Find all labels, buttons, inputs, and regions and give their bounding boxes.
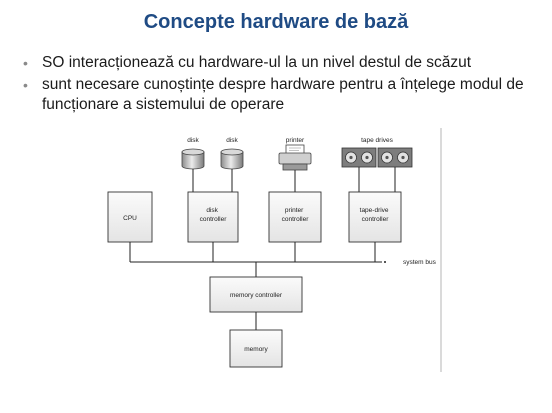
- printer-label: printer: [286, 137, 305, 144]
- disk-label: disk: [226, 137, 238, 144]
- bullet-text: SO interacționează cu hardware-ul la un …: [42, 54, 472, 71]
- disk-icon: [220, 148, 244, 170]
- disk-controller-label-line: disk: [206, 207, 218, 214]
- hardware-diagram: disk disk printer tape drives: [107, 128, 442, 372]
- bullet-list: SO interacționează cu hardware-ul la un …: [42, 53, 542, 117]
- tape-drive-controller-box: [348, 191, 402, 243]
- printer-icon: [278, 144, 312, 171]
- tape-drives-label: tape drives: [361, 137, 394, 144]
- memory-label: memory: [244, 346, 268, 353]
- system-bus-label: system bus: [403, 259, 437, 266]
- printer-controller-box: [268, 191, 322, 243]
- disk-controller-box: [187, 191, 239, 243]
- tape-drive-controller-label: tape-drive controller: [360, 207, 391, 223]
- tape-drive-icon: [341, 147, 377, 168]
- disk-controller-label: disk controller: [200, 207, 228, 223]
- tape-drive-icon: [377, 147, 413, 168]
- bullet-text: sunt necesare cunoștințe despre hardware…: [42, 76, 524, 113]
- printer-controller-label: printer controller: [282, 207, 310, 223]
- memory-controller-box: [209, 276, 303, 313]
- slide-title: Concepte hardware de bază: [143, 11, 409, 33]
- memory-box: [229, 329, 283, 368]
- disk-icon: [181, 148, 205, 170]
- printer-controller-label-line: printer: [285, 207, 304, 214]
- disk-controller-label-line: controller: [200, 216, 228, 223]
- bullet-marker: [23, 75, 28, 95]
- bullet-marker: [23, 53, 28, 73]
- bullet-item: SO interacționează cu hardware-ul la un …: [42, 53, 542, 73]
- printer-controller-label-line: controller: [282, 216, 310, 223]
- tape-drive-controller-label-line: controller: [362, 216, 390, 223]
- bullet-item: sunt necesare cunoștințe despre hardware…: [42, 75, 542, 115]
- system-bus-end-dot: [384, 261, 386, 263]
- disk-label: disk: [187, 137, 199, 144]
- tape-drive-controller-label-line: tape-drive: [360, 207, 389, 214]
- cpu-label: CPU: [123, 215, 137, 222]
- memory-controller-label: memory controller: [230, 292, 283, 299]
- cpu-box: [107, 191, 153, 243]
